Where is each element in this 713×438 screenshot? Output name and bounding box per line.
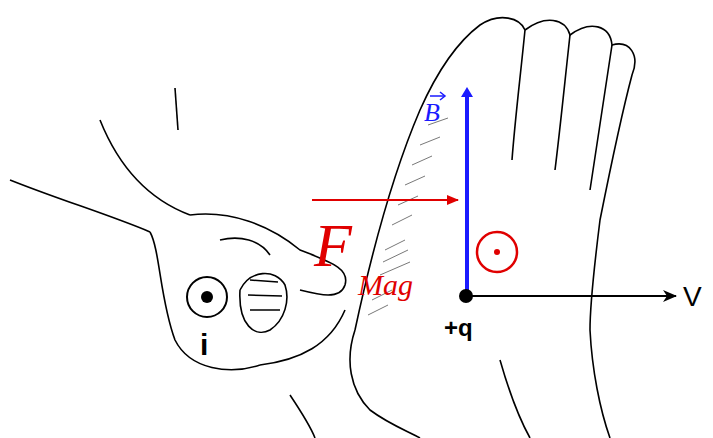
vector-arrow-over: [430, 95, 444, 97]
field-label: B: [424, 100, 440, 126]
force-arrow: [312, 199, 458, 201]
current-label: i: [200, 330, 208, 360]
charge-dot: [459, 289, 473, 303]
velocity-arrow: [472, 295, 676, 297]
right-hand-sketch: [350, 18, 635, 438]
current-out-symbol: [187, 277, 227, 317]
force-subscript: Mag: [358, 270, 413, 300]
out-of-page-symbol: [477, 232, 517, 272]
force-label: F: [314, 214, 352, 276]
velocity-label: V: [683, 283, 702, 311]
left-hand-sketch: [10, 88, 346, 438]
charge-label: +q: [444, 316, 473, 340]
magnetic-field-arrow: [465, 92, 469, 295]
